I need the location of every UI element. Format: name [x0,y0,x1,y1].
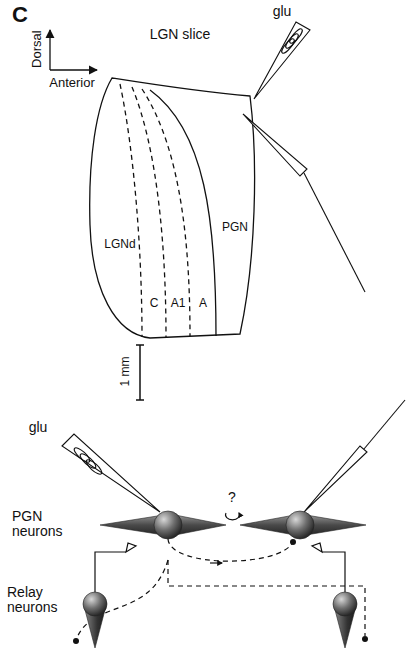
scale-label: 1 mm [119,357,132,387]
pgn-axons [76,539,365,640]
axis-label: Anterior [49,76,95,90]
anterior-arrow [50,69,97,70]
circular-arrow [226,513,240,520]
relay-neuron [83,592,107,648]
recording-electrode [243,114,365,292]
layer-label: A1 [171,297,186,310]
panel-title: LGN slice [150,27,211,42]
relay-neuron [333,592,357,648]
lgn-slice [90,78,255,338]
recording-electrode [304,400,405,512]
panel-letter: C [12,3,28,27]
layer-boundary [142,89,190,336]
layer-label: A [199,297,207,310]
axis-label: Dorsal [30,30,44,68]
pgn-neuron [240,511,366,539]
glu-pipette [62,434,160,512]
glu-pipette [254,22,310,99]
scale-bar [136,345,144,400]
layer-boundary [120,84,142,337]
dorsal-arrow [49,30,50,70]
cell-label: Relay neurons [7,585,69,616]
slice-outline [90,78,255,338]
layer-label: C [150,297,159,310]
pgn-neuron [100,511,226,539]
drug-label: glu [273,4,292,19]
axon-terminals [73,539,368,644]
region-label: PGN [222,221,248,234]
question-mark: ? [228,490,236,505]
region-label: LGNd [104,238,135,251]
orientation-arrows [50,30,97,70]
drug-label: glu [29,420,48,435]
cell-label: PGN neurons [12,509,84,540]
direction-arrow [210,562,222,563]
